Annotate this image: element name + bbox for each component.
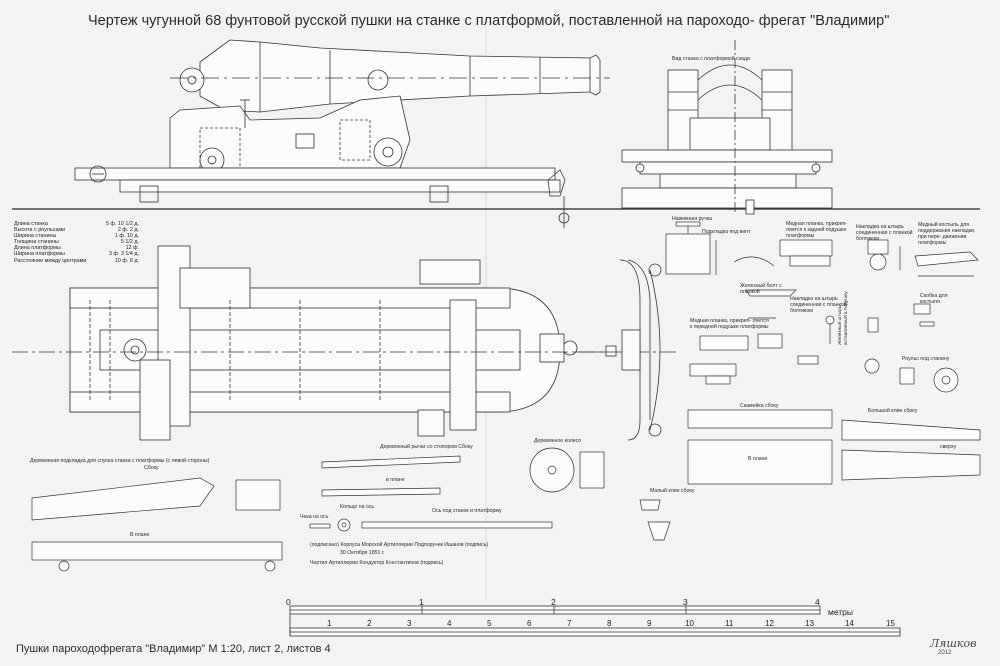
scale-foot-tick: 3 <box>407 619 412 628</box>
label-axle-dim: Ось под станок и платформу <box>432 508 502 514</box>
scale-foot-tick: 5 <box>487 619 492 628</box>
signature-line-1: (подписано) Корпуса Морской Артиллерии П… <box>310 542 489 548</box>
spec-value: 10 ф. 8 д. <box>114 257 139 264</box>
scale-foot-tick: 4 <box>447 619 452 628</box>
spec-value: 2 ф. 2 д. <box>117 227 139 234</box>
label-screw-lining: Подкладка под винт <box>702 229 751 235</box>
label-rear-view: Вид станка с платформой сзади <box>672 56 750 62</box>
label-axle-ring: Кольцо на ось <box>340 504 375 510</box>
scale-foot-tick: 12 <box>765 619 774 628</box>
label-wooden-lining: Деревянная подкладка для спуска станка с… <box>30 458 210 464</box>
label-lift-handle: Нажимная ручка <box>672 216 712 222</box>
label-big-wedge-side: Большой клин сбоку <box>868 408 918 414</box>
label-top: сверху <box>940 444 957 450</box>
spec-name: Длина платформы <box>14 245 61 252</box>
spec-value: 3 ф. 3 1/4 д. <box>108 251 139 258</box>
rear-view <box>621 40 833 215</box>
label-plan: В плане <box>748 456 768 462</box>
label-overlay-pin-1: Накладка на штырь соединенная с планкой … <box>856 224 913 242</box>
label-overlay-pin-2: Накладка на штырь соединенная с планкой … <box>790 296 847 314</box>
spec-row: Толщина станины 5 1/2 д. <box>14 239 139 245</box>
scale-foot-tick: 13 <box>805 619 814 628</box>
scale-meter-tick: 4 <box>815 597 820 607</box>
label-plan-3: в плане <box>386 477 405 483</box>
spec-table: Длина станка 5 ф. 10 1/2 д. Высота с роул… <box>14 221 139 264</box>
label-side: Сбоку <box>144 465 159 471</box>
spec-row: Длина платформы 12 ф. <box>14 245 139 251</box>
label-wooden-lever: Деревянный рычаг со стопором Сбоку <box>380 444 473 450</box>
scale-meters-label: метры <box>828 607 854 617</box>
spec-row: Расстояние между центрами 10 ф. 8 д. <box>14 258 139 264</box>
scale-meter-tick: 0 <box>286 597 291 607</box>
spec-row: Ширина станины 1 ф. 10 д. <box>14 233 139 239</box>
label-wooden-wheel: Деревянное колесо <box>534 438 582 444</box>
spec-name: Длина станка <box>14 221 48 227</box>
scale-meter-tick: 2 <box>551 597 556 607</box>
scale-foot-tick: 1 <box>327 619 332 628</box>
sheet-caption: Пушки пароходофрегата "Владимир" М 1:20,… <box>16 643 331 655</box>
label-iron-pin: Железный штырь, вставляемый в подушку <box>838 291 849 345</box>
spec-value: 5 1/2 д. <box>120 239 139 246</box>
spec-row: Длина станка 5 ф. 10 1/2 д. <box>14 221 139 227</box>
scale-foot-tick: 8 <box>607 619 612 628</box>
spec-value: 12 ф. <box>125 245 139 252</box>
scale-bar <box>289 605 901 637</box>
label-roller: Роульс под станину <box>902 356 950 362</box>
label-copper-plate-front: Медная планка, прикреп- ляется к передне… <box>690 318 769 330</box>
signature-line-2: 30 Октября 1851 г. <box>340 550 385 556</box>
scale-foot-tick: 14 <box>845 619 854 628</box>
plan-view <box>12 245 680 441</box>
spec-name: Ширина платформы <box>14 251 65 258</box>
spec-name: Ширина станины <box>14 233 57 240</box>
spec-value: 5 ф. 10 1/2 д. <box>105 221 139 227</box>
gun-side-view <box>12 39 980 228</box>
fittings <box>31 221 981 572</box>
label-axle-pin: Чека на ось <box>300 514 329 520</box>
label-copper-plate-rear: Медная планка, прикреп- ляется к задней … <box>786 221 848 239</box>
drawing-title: Чертеж чугунной 68 фунтовой русской пушк… <box>88 13 890 29</box>
label-skid-side: Скамейка сбоку <box>740 403 779 409</box>
label-copper-crutch: Медный костыль для поддержания накладки,… <box>918 222 976 246</box>
scale-foot-tick: 6 <box>527 619 532 628</box>
scale-foot-tick: 15 <box>886 619 895 628</box>
label-plan-2: В плане <box>130 532 150 538</box>
author-signature: Ляшков <box>930 637 977 650</box>
scale-foot-tick: 7 <box>567 619 572 628</box>
spec-row: Высота с роульсами 2 ф. 2 д. <box>14 227 139 233</box>
scale-foot-tick: 2 <box>367 619 372 628</box>
scale-foot-tick: 10 <box>685 619 694 628</box>
scale-foot-tick: 9 <box>647 619 652 628</box>
signature-line-3: Чертил Артиллерии Кондуктор Константинов… <box>310 560 444 566</box>
spec-name: Толщина станины <box>14 239 59 246</box>
label-iron-bolt: Железный болт с планкой <box>740 283 782 295</box>
spec-name: Высота с роульсами <box>14 227 66 234</box>
label-small-wedge-side: Малый клин сбоку <box>650 488 695 494</box>
scale-meter-tick: 3 <box>683 597 688 607</box>
label-bracket: Скобка для костыля <box>920 293 948 305</box>
spec-name: Расстояние между центрами <box>14 257 87 264</box>
spec-row: Ширина платформы 3 ф. 3 1/4 д. <box>14 251 139 257</box>
signature-year: 2012 <box>938 650 952 656</box>
platform-rail-plan <box>619 259 662 441</box>
spec-value: 1 ф. 10 д. <box>114 233 139 240</box>
scale-foot-tick: 11 <box>725 619 734 628</box>
scale-meter-tick: 1 <box>419 597 424 607</box>
